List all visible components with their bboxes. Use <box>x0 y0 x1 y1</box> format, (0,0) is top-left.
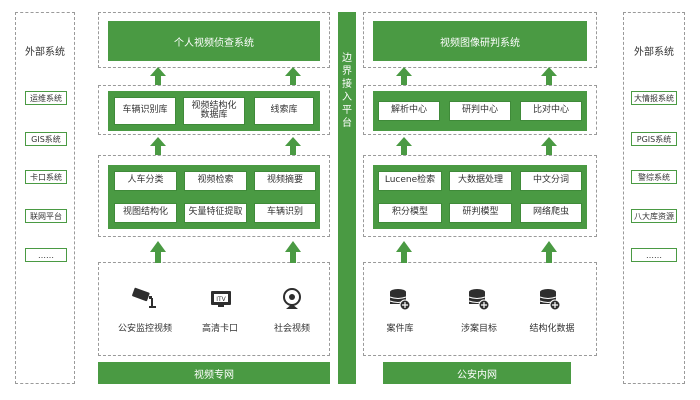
up-arrow-icon <box>541 241 557 263</box>
external-systems-left: 外部系统 运维系统 GIS系统 卡口系统 联网平台 …… <box>15 12 75 384</box>
source-label: 高清卡口 <box>201 324 238 334</box>
external-systems-right: 外部系统 大情报系统 PGIS系统 警综系统 八大库资源 …… <box>623 12 685 384</box>
structured-data-icon <box>539 289 561 311</box>
up-arrow-icon <box>285 241 301 263</box>
external-item: PGIS系统 <box>631 132 677 146</box>
left-layer2-cell: 视频结构化数据库 <box>183 97 245 125</box>
up-arrow-icon <box>150 67 166 85</box>
case-database-icon <box>389 289 411 311</box>
up-arrow-icon <box>396 67 412 85</box>
left-sources-panel: ITV 公安监控视频 高清卡口 社会视频 <box>98 262 330 356</box>
source-label: 社会视频 <box>273 324 310 334</box>
right-layer3-cell: 网络爬虫 <box>520 203 582 223</box>
right-layer2-cell: 解析中心 <box>378 101 440 121</box>
video-private-network: 视频专网 <box>98 362 330 384</box>
right-layer3-cell: 积分模型 <box>378 203 442 223</box>
left-layer2-cell: 线索库 <box>254 97 314 125</box>
platform-char: 界 <box>342 66 352 77</box>
right-layer2-cell: 比对中心 <box>520 101 582 121</box>
right-layer2-cell: 研判中心 <box>449 101 511 121</box>
platform-char: 入 <box>342 92 352 103</box>
source-label: 涉案目标 <box>460 324 497 334</box>
target-database-icon <box>468 289 490 311</box>
right-layer3-cell: Lucene检索 <box>378 171 442 191</box>
right-layer3-panel: Lucene检索 大数据处理 中文分词 积分模型 研判模型 网络爬虫 <box>363 155 597 237</box>
right-sources-panel: 案件库 涉案目标 结构化数据 <box>363 262 597 356</box>
left-layer3-cell: 车辆识别 <box>254 203 316 223</box>
hd-checkpoint-icon: ITV <box>211 291 231 307</box>
left-layer3-cell: 视图结构化 <box>114 203 177 223</box>
external-item: 八大库资源 <box>631 209 677 223</box>
surveillance-camera-icon <box>132 287 156 308</box>
external-item: …… <box>25 248 67 262</box>
border-access-platform: 边 界 接 入 平 台 <box>338 12 356 384</box>
right-layer3-cell: 中文分词 <box>520 171 582 191</box>
external-item: …… <box>631 248 677 262</box>
up-arrow-icon <box>541 137 557 155</box>
right-top-system: 视频图像研判系统 <box>373 21 587 61</box>
source-label: 结构化数据 <box>529 324 575 334</box>
external-item: 警综系统 <box>631 170 677 184</box>
external-systems-right-title: 外部系统 <box>634 47 674 58</box>
left-layer3-cell: 矢量特征提取 <box>184 203 247 223</box>
police-intranet: 公安内网 <box>383 362 571 384</box>
up-arrow-icon <box>396 241 412 263</box>
left-top-panel: 个人视频侦查系统 <box>98 12 330 68</box>
up-arrow-icon <box>150 137 166 155</box>
up-arrow-icon <box>150 241 166 263</box>
up-arrow-icon <box>396 137 412 155</box>
platform-char: 平 <box>342 105 352 116</box>
left-layer2-panel: 车辆识别库 视频结构化数据库 线索库 <box>98 85 330 135</box>
up-arrow-icon <box>285 67 301 85</box>
left-layer3-cell: 人车分类 <box>114 171 177 191</box>
social-video-camera-icon <box>283 288 301 309</box>
platform-char: 边 <box>342 53 352 64</box>
source-label: 案件库 <box>386 324 414 334</box>
external-item: 联网平台 <box>25 209 67 223</box>
right-layer3-cell: 研判模型 <box>449 203 512 223</box>
external-item: 大情报系统 <box>631 91 677 105</box>
left-layer2-cell: 车辆识别库 <box>114 97 176 125</box>
right-layer3-cell: 大数据处理 <box>449 171 512 191</box>
up-arrow-icon <box>285 137 301 155</box>
platform-char: 接 <box>342 79 352 90</box>
source-label: 公安监控视频 <box>117 324 172 334</box>
left-top-system: 个人视频侦查系统 <box>108 21 320 61</box>
platform-char: 台 <box>342 118 352 129</box>
external-systems-left-title: 外部系统 <box>25 47 65 58</box>
svg-text:ITV: ITV <box>216 296 226 303</box>
left-layer3-cell: 视频摘要 <box>254 171 316 191</box>
right-layer2-panel: 解析中心 研判中心 比对中心 <box>363 85 597 135</box>
left-layer3-cell: 视频检索 <box>184 171 247 191</box>
external-item: GIS系统 <box>25 132 67 146</box>
external-item: 运维系统 <box>25 91 67 105</box>
left-layer3-panel: 人车分类 视频检索 视频摘要 视图结构化 矢量特征提取 车辆识别 <box>98 155 330 237</box>
right-top-panel: 视频图像研判系统 <box>363 12 597 68</box>
external-item: 卡口系统 <box>25 170 67 184</box>
up-arrow-icon <box>541 67 557 85</box>
